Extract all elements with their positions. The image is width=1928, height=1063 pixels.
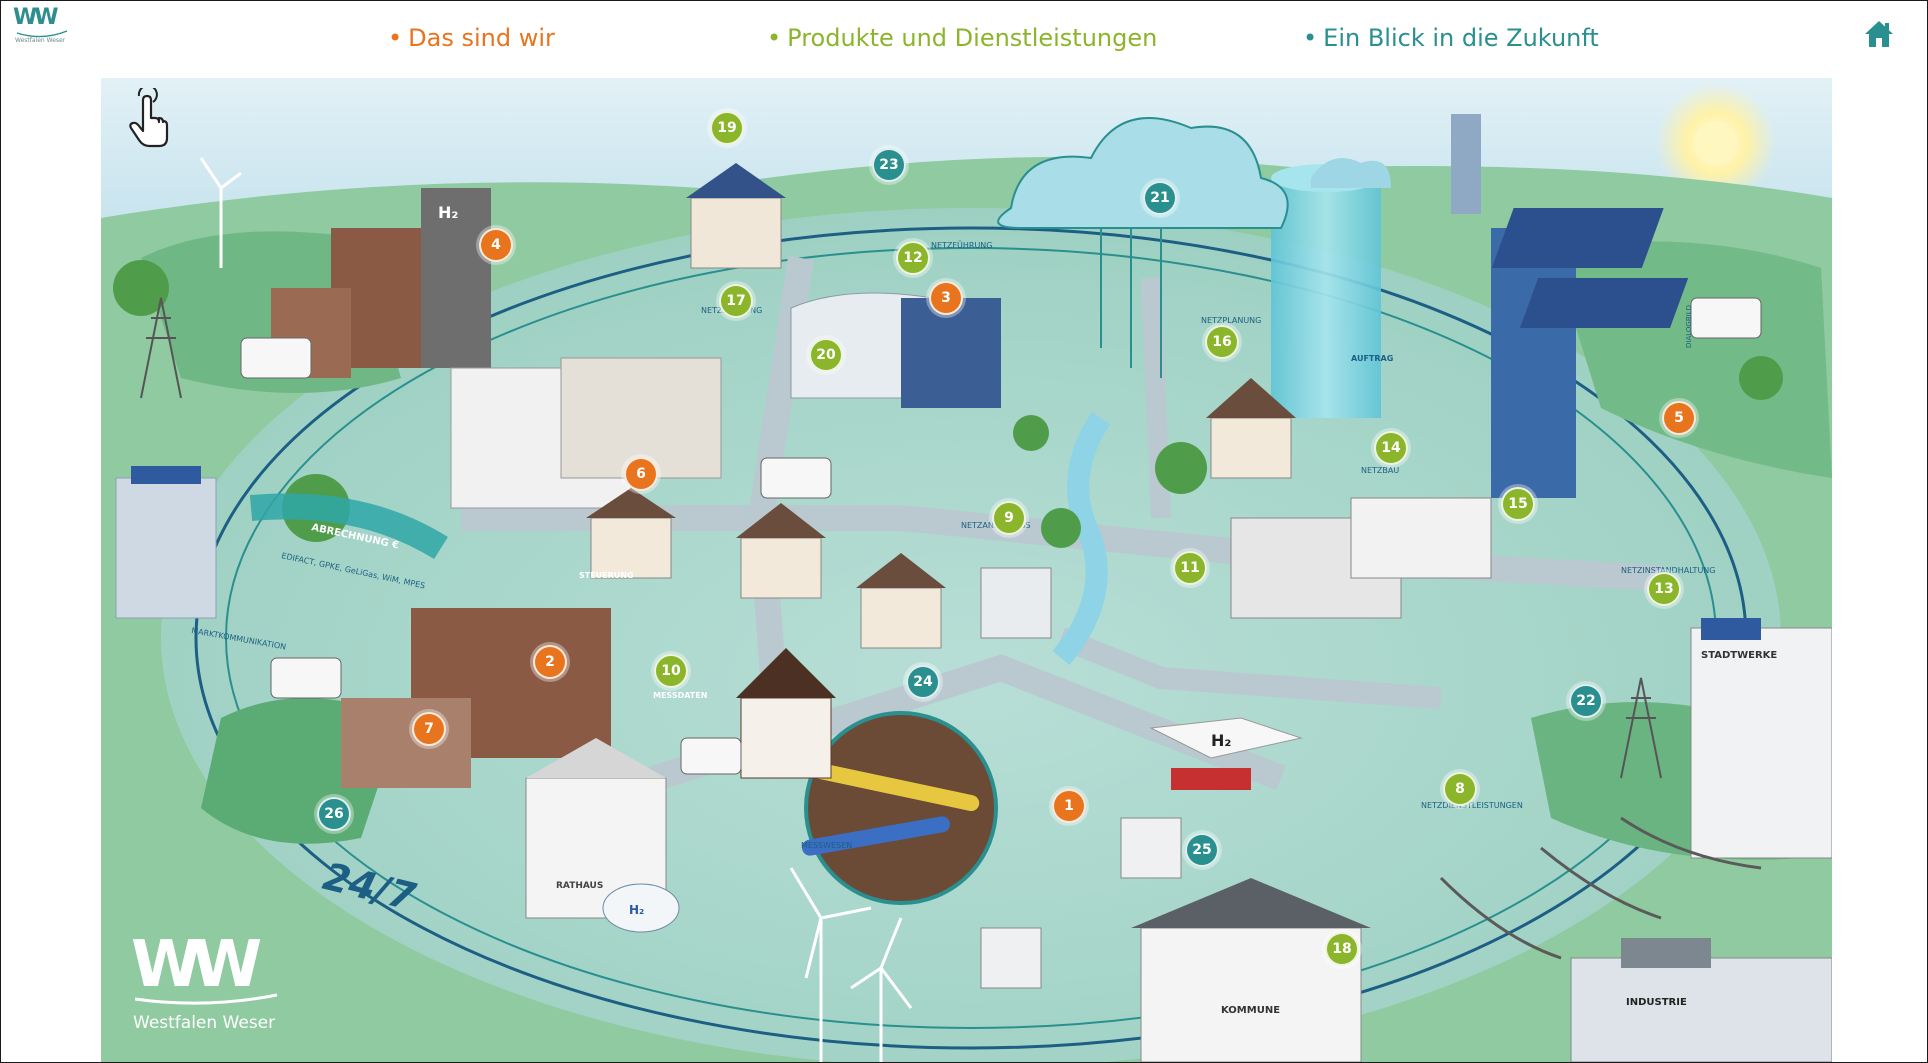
nav-das-sind-wir-label: Das sind wir <box>408 24 555 52</box>
building-factory-15 <box>1230 497 1492 619</box>
marker-23[interactable]: 23 <box>872 148 906 182</box>
building-glass-tower <box>115 466 217 619</box>
wind-turbines <box>199 157 913 1062</box>
nav-zukunft-label: Ein Blick in die Zukunft <box>1323 24 1599 52</box>
svg-text:H₂: H₂ <box>629 903 644 917</box>
svg-text:INDUSTRIE: INDUSTRIE <box>1626 997 1687 1008</box>
building-kommune: KOMMUNE <box>1131 878 1371 1062</box>
svg-text:DIALOGBILD: DIALOGBILD <box>1685 305 1693 348</box>
svg-text:NETZPLANUNG: NETZPLANUNG <box>1201 316 1261 325</box>
marker-21[interactable]: 21 <box>1143 181 1177 215</box>
svg-text:H₂: H₂ <box>1211 731 1231 750</box>
svg-text:MESSDATEN: MESSDATEN <box>653 691 707 700</box>
svg-text:NETZDIENSTLEISTUNGEN: NETZDIENSTLEISTUNGEN <box>1421 801 1523 810</box>
svg-text:NETZBAU: NETZBAU <box>1361 466 1399 475</box>
houses <box>586 163 1296 779</box>
building-stadtwerke: STADTWERKE <box>1690 618 1832 859</box>
energy-city-map: H₂ RATHAUS <box>101 78 1832 1062</box>
marker-6[interactable]: 6 <box>624 457 658 491</box>
city-illustration: H₂ RATHAUS <box>101 78 1832 1062</box>
marker-22[interactable]: 22 <box>1569 684 1603 718</box>
ww-logo[interactable]: WW Westfalen Weser <box>13 7 71 47</box>
vans <box>240 297 1762 775</box>
logo-letters: WW <box>13 5 59 30</box>
marker-10[interactable]: 10 <box>654 654 688 688</box>
transformer-station <box>980 567 1182 989</box>
building-netzfuehrung-3 <box>790 292 1001 408</box>
svg-text:MESSWESEN: MESSWESEN <box>801 841 852 850</box>
nav-ein-blick-in-die-zukunft[interactable]: •Ein Blick in die Zukunft <box>1303 24 1599 52</box>
home-icon[interactable] <box>1863 19 1895 49</box>
nav-produkte-und-dienstleistungen[interactable]: •Produkte und Dienstleistungen <box>767 24 1158 52</box>
marker-13[interactable]: 13 <box>1647 572 1681 606</box>
marker-16[interactable]: 16 <box>1205 325 1239 359</box>
marker-5[interactable]: 5 <box>1662 401 1696 435</box>
marker-4[interactable]: 4 <box>479 228 513 262</box>
solar-field <box>1491 208 1689 328</box>
cloud-ai <box>997 117 1391 378</box>
svg-text:STADTWERKE: STADTWERKE <box>1701 650 1777 661</box>
logo-swoosh-icon <box>16 30 68 38</box>
trees <box>113 260 1783 548</box>
marker-20[interactable]: 20 <box>809 338 843 372</box>
svg-text:AUFTRAG: AUFTRAG <box>1351 354 1393 363</box>
marker-25[interactable]: 25 <box>1185 833 1219 867</box>
big-logo-letters: WW <box>131 928 262 1002</box>
building-factory-h2: H₂ <box>271 188 491 378</box>
marker-24[interactable]: 24 <box>906 665 940 699</box>
building-skyscraper <box>1451 114 1576 498</box>
svg-text:H₂: H₂ <box>438 203 458 222</box>
marker-15[interactable]: 15 <box>1501 487 1535 521</box>
power-pylons <box>140 297 1662 779</box>
marker-9[interactable]: 9 <box>992 501 1026 535</box>
westfalen-weser-logo: WW Westfalen Weser <box>131 933 291 1043</box>
marker-7[interactable]: 7 <box>412 712 446 746</box>
marker-1[interactable]: 1 <box>1052 789 1086 823</box>
nav-das-sind-wir[interactable]: •Das sind wir <box>388 24 555 52</box>
logo-subtext: Westfalen Weser <box>15 37 66 44</box>
marker-12[interactable]: 12 <box>896 241 930 275</box>
marker-8[interactable]: 8 <box>1443 772 1477 806</box>
svg-text:STEUERUNG: STEUERUNG <box>579 571 634 580</box>
marker-11[interactable]: 11 <box>1173 551 1207 585</box>
hand-pointer-icon[interactable] <box>123 84 175 150</box>
marker-17[interactable]: 17 <box>719 284 753 318</box>
big-logo-subtext: Westfalen Weser <box>133 1013 276 1033</box>
svg-text:NETZFÜHRUNG: NETZFÜHRUNG <box>931 240 992 250</box>
marker-2[interactable]: 2 <box>533 645 567 679</box>
h2-gas-station: H₂ <box>1149 717 1303 790</box>
pipe-cross-section <box>802 711 998 905</box>
marker-19[interactable]: 19 <box>710 111 744 145</box>
building-industrie: INDUSTRIE <box>1570 938 1832 1062</box>
svg-text:RATHAUS: RATHAUS <box>556 881 603 891</box>
nav-produkte-label: Produkte und Dienstleistungen <box>787 24 1158 52</box>
svg-text:NETZINSTANDHALTUNG: NETZINSTANDHALTUNG <box>1621 566 1715 575</box>
marker-18[interactable]: 18 <box>1325 932 1359 966</box>
marker-3[interactable]: 3 <box>929 281 963 315</box>
marker-26[interactable]: 26 <box>317 797 351 831</box>
big-logo-swoosh-icon <box>134 993 278 1005</box>
svg-text:KOMMUNE: KOMMUNE <box>1221 1005 1280 1016</box>
h2-tank: H₂ <box>602 883 680 933</box>
marker-14[interactable]: 14 <box>1374 431 1408 465</box>
